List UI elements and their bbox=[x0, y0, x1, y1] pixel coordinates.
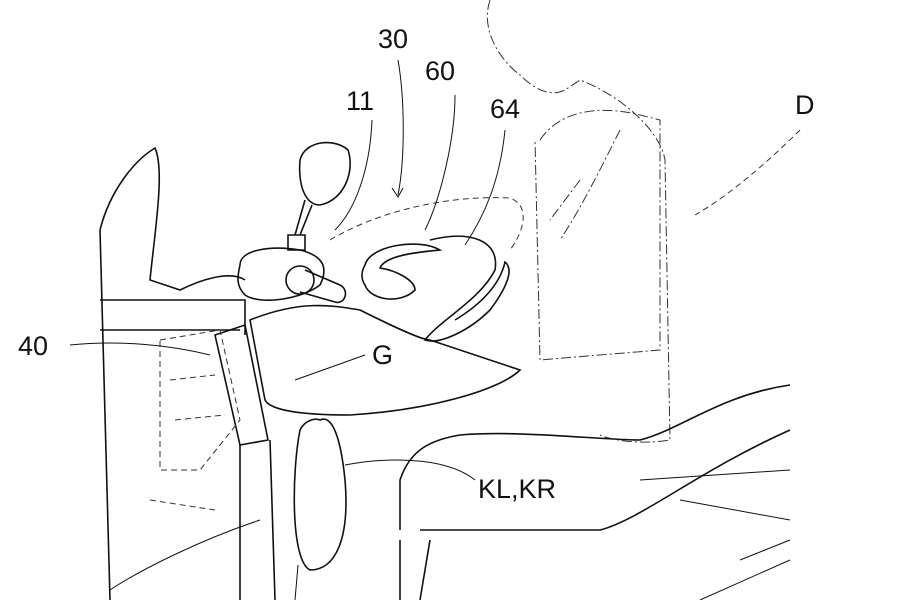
rider-arm bbox=[549, 129, 621, 241]
seat bbox=[399, 384, 791, 531]
frame-lines bbox=[239, 439, 431, 600]
airbag-64 bbox=[423, 235, 510, 342]
rider-outline bbox=[486, 0, 671, 443]
label-64: 64 bbox=[490, 94, 521, 124]
label-40: 40 bbox=[18, 331, 49, 361]
grip-end bbox=[285, 265, 315, 295]
grip bbox=[299, 269, 347, 304]
label-KLKR: KL,KR bbox=[478, 474, 557, 504]
label-D: D bbox=[795, 90, 815, 120]
label-11: 11 bbox=[346, 86, 375, 116]
mirror bbox=[298, 141, 351, 206]
front-cowl bbox=[99, 146, 246, 291]
inner-dashed bbox=[149, 329, 241, 511]
airbag-60 bbox=[361, 243, 443, 300]
airbag-envelope bbox=[329, 197, 524, 251]
cowl-body bbox=[99, 229, 246, 600]
handlebar-housing bbox=[237, 247, 325, 301]
mirror-stem bbox=[287, 199, 313, 251]
rider-torso bbox=[534, 109, 661, 361]
label-G: G bbox=[372, 340, 394, 370]
rear-body bbox=[639, 469, 791, 600]
cowl-panel-40 bbox=[214, 323, 269, 446]
front-lower bbox=[109, 519, 261, 591]
knee-contact-area bbox=[293, 418, 347, 571]
airbag-housing bbox=[249, 304, 522, 416]
label-60: 60 bbox=[425, 56, 456, 86]
leader-lines bbox=[69, 59, 801, 600]
label-30: 30 bbox=[378, 24, 409, 54]
